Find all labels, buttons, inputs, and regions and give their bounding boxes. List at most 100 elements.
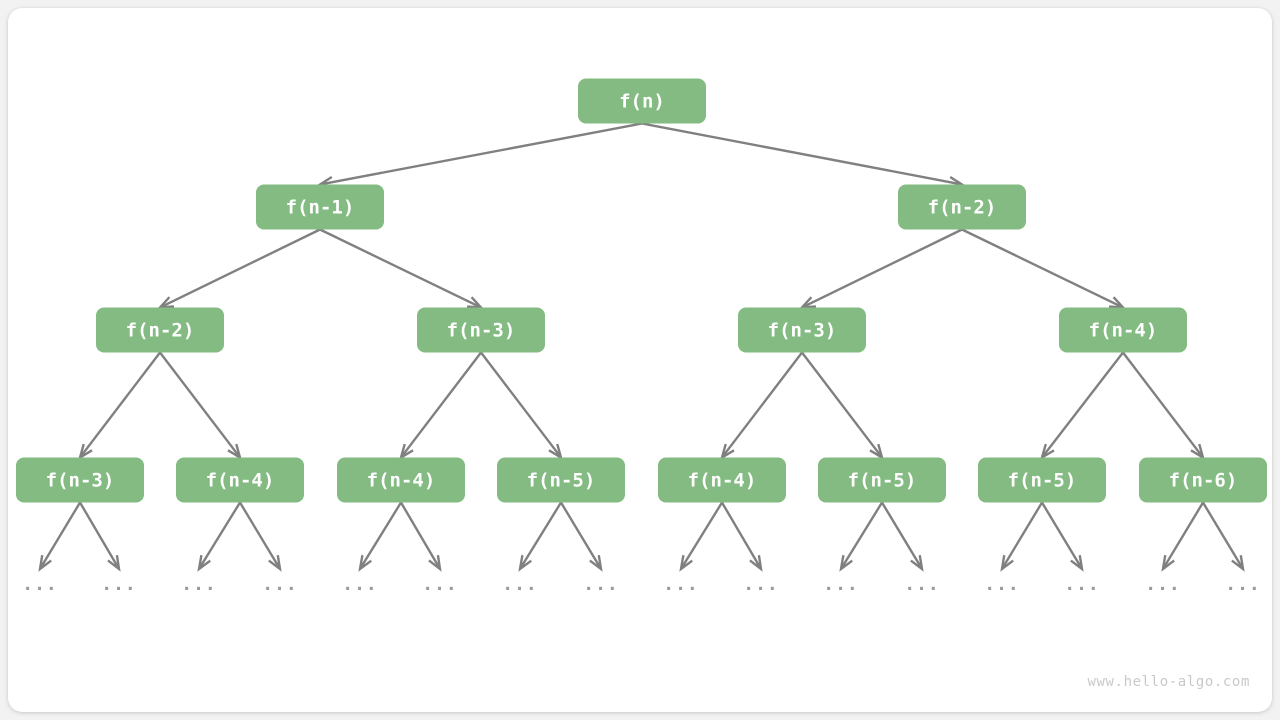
tree-node[interactable]: f(n-4) (337, 457, 465, 503)
tree-node-label: f(n-4) (688, 470, 757, 492)
tree-node-label: f(n-3) (46, 470, 115, 492)
tree-node-box[interactable] (898, 184, 1026, 230)
tree-node-label: f(n-3) (447, 320, 516, 342)
tree-node[interactable]: f(n-6) (1139, 457, 1267, 503)
tree-node-label: f(n-5) (848, 470, 917, 492)
ellipsis-marker: ... (342, 574, 378, 595)
watermark-label: www.hello-algo.com (1087, 674, 1250, 690)
tree-node-box[interactable] (337, 457, 465, 503)
recursion-tree-diagram: f(n) f(n-1) f(n-2) f(n-2) f(n-3) f(n-3) f(n-4)… (16, 78, 1267, 595)
tree-node-box[interactable] (96, 307, 224, 353)
tree-edge (518, 501, 563, 572)
arrow-head-icon (518, 555, 532, 572)
tree-node-label: f(n-5) (1008, 470, 1077, 492)
tree-edge (839, 501, 884, 572)
ellipsis-marker: ... (583, 574, 619, 595)
tree-node-box[interactable] (176, 457, 304, 503)
tree-edge (238, 501, 282, 572)
arrow-head-icon (1000, 554, 1014, 572)
tree-node-label: f(n-1) (286, 197, 355, 219)
ellipsis-marker: ... (663, 574, 699, 595)
tree-edge (720, 351, 803, 461)
tree-node[interactable]: f(n-3) (738, 307, 866, 353)
tree-node-label: f(n-3) (768, 320, 837, 342)
tree-node-label: f(n-4) (367, 470, 436, 492)
ellipsis-marker: ... (22, 574, 58, 595)
tree-node-label: f(n-4) (206, 470, 275, 492)
tree-node[interactable]: f(n) (578, 78, 706, 124)
ellipsis-marker: ... (422, 574, 458, 595)
tree-node-box[interactable] (16, 457, 144, 503)
arrow-head-icon (107, 554, 121, 572)
tree-node-label: f(n) (619, 91, 665, 113)
edges-layer (38, 122, 1245, 572)
tree-edge (1122, 351, 1205, 461)
ellipsis-marker: ... (743, 574, 779, 595)
ellipsis-marker: ... (984, 574, 1020, 595)
ellipsis-marker: ... (502, 574, 538, 595)
arrow-head-icon (839, 555, 853, 572)
tree-node-box[interactable] (738, 307, 866, 353)
tree-edge (641, 122, 966, 189)
tree-node-box[interactable] (497, 457, 625, 503)
tree-edge (720, 501, 763, 572)
tree-node[interactable]: f(n-1) (256, 184, 384, 230)
tree-edge (799, 228, 963, 309)
tree-edge (78, 501, 121, 572)
tree-edge (1040, 501, 1084, 572)
ellipsis-marker: ... (262, 574, 298, 595)
tree-node-box[interactable] (256, 184, 384, 230)
tree-node-box[interactable] (1059, 307, 1187, 353)
tree-edge (399, 351, 482, 461)
arrow-head-icon (1231, 554, 1245, 572)
tree-edge (319, 228, 484, 309)
tree-edge (38, 501, 82, 572)
tree-edge (801, 351, 884, 461)
tree-node-box[interactable] (818, 457, 946, 503)
tree-edge (1161, 501, 1205, 572)
tree-node[interactable]: f(n-5) (818, 457, 946, 503)
tree-node-box[interactable] (417, 307, 545, 353)
tree-node-label: f(n-2) (928, 197, 997, 219)
tree-edge (316, 122, 643, 189)
ellipsis-marker: ... (101, 574, 137, 595)
ellipsis-marker: ... (904, 574, 940, 595)
tree-node[interactable]: f(n-3) (417, 307, 545, 353)
tree-edge (399, 501, 442, 572)
tree-node[interactable]: f(n-4) (176, 457, 304, 503)
tree-node[interactable]: f(n-5) (978, 457, 1106, 503)
nodes-layer: f(n) f(n-1) f(n-2) f(n-2) f(n-3) f(n-3) f(n-4)… (16, 78, 1267, 595)
tree-edge (961, 228, 1126, 309)
tree-node-box[interactable] (1139, 457, 1267, 503)
tree-node-box[interactable] (578, 78, 706, 124)
tree-node-box[interactable] (978, 457, 1106, 503)
ellipsis-marker: ... (1145, 574, 1181, 595)
tree-edge (880, 501, 924, 572)
tree-node[interactable]: f(n-4) (1059, 307, 1187, 353)
arrow-head-icon (749, 554, 763, 572)
tree-edge (679, 501, 724, 572)
tree-edge (78, 351, 161, 461)
tree-edge (157, 228, 321, 309)
tree-edge (1000, 501, 1044, 572)
tree-edge (197, 501, 242, 572)
arrow-head-icon (428, 554, 442, 572)
arrow-head-icon (197, 555, 211, 572)
arrow-head-icon (268, 554, 282, 572)
tree-edge (1040, 351, 1124, 461)
tree-node-label: f(n-4) (1089, 320, 1158, 342)
tree-node[interactable]: f(n-4) (658, 457, 786, 503)
tree-node-label: f(n-5) (527, 470, 596, 492)
arrow-head-icon (589, 554, 603, 572)
tree-node[interactable]: f(n-3) (16, 457, 144, 503)
arrow-head-icon (1161, 554, 1175, 572)
ellipsis-marker: ... (823, 574, 859, 595)
tree-node[interactable]: f(n-2) (96, 307, 224, 353)
diagram-card: f(n) f(n-1) f(n-2) f(n-2) f(n-3) f(n-3) f(n-4)… (8, 8, 1272, 712)
arrow-head-icon (679, 555, 693, 572)
tree-node-box[interactable] (658, 457, 786, 503)
tree-edge (559, 501, 603, 572)
arrow-head-icon (38, 554, 52, 572)
tree-node[interactable]: f(n-2) (898, 184, 1026, 230)
tree-node[interactable]: f(n-5) (497, 457, 625, 503)
